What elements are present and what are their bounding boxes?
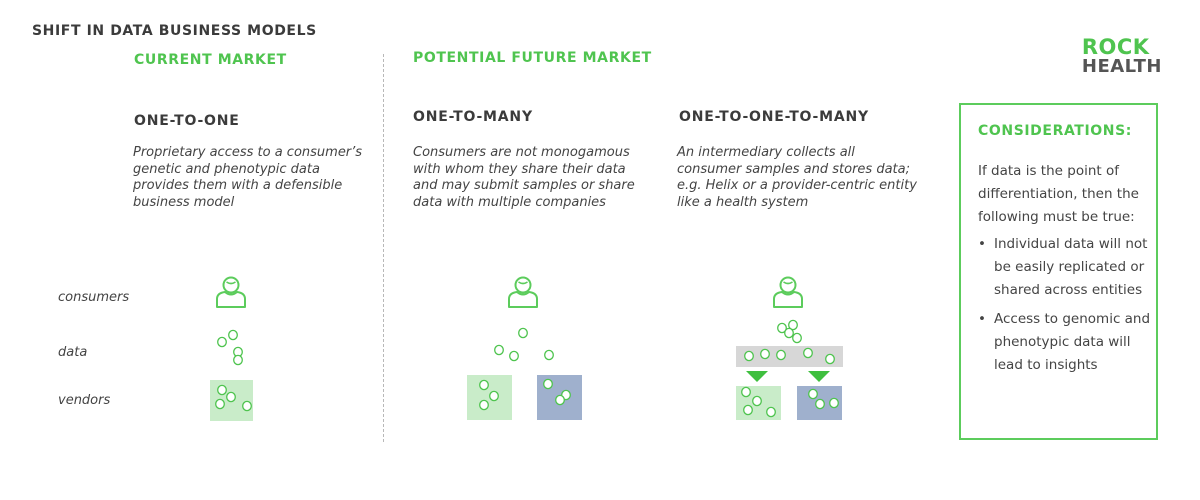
data-dot bbox=[479, 379, 489, 391]
data-dot bbox=[744, 350, 754, 362]
data-dot bbox=[518, 327, 528, 339]
consumer-icon-one-to-many bbox=[508, 276, 538, 308]
considerations-bullet: Individual data will not be easily repli… bbox=[978, 233, 1154, 302]
data-dot bbox=[766, 406, 776, 418]
data-dot bbox=[215, 398, 225, 410]
consumer-icon-one-to-one-to-many bbox=[773, 276, 803, 308]
consumer-icon-one-to-one bbox=[216, 276, 246, 308]
considerations-box: CONSIDERATIONS: If data is the point of … bbox=[959, 103, 1158, 440]
data-dot bbox=[543, 378, 553, 390]
data-dot bbox=[784, 327, 794, 339]
triangle-down-icon bbox=[808, 371, 830, 382]
page-title: SHIFT IN DATA BUSINESS MODELS bbox=[32, 23, 317, 39]
data-dot bbox=[226, 391, 236, 403]
data-dot bbox=[792, 332, 802, 344]
data-dot bbox=[494, 344, 504, 356]
data-dot bbox=[544, 349, 554, 361]
model-title-one-to-one: ONE-TO-ONE bbox=[134, 113, 240, 129]
model-desc-one-to-one: Proprietary access to a consumer’s genet… bbox=[133, 145, 363, 210]
model-desc-one-to-many: Consumers are not monogamous with whom t… bbox=[413, 145, 635, 210]
considerations-intro: If data is the point of differentiation,… bbox=[978, 163, 1139, 225]
considerations-bullet: Access to genomic and phenotypic data wi… bbox=[978, 308, 1154, 377]
data-dot bbox=[555, 394, 565, 406]
data-dot bbox=[242, 400, 252, 412]
logo-line-1: ROCK bbox=[1081, 35, 1150, 59]
data-dot bbox=[825, 353, 835, 365]
model-title-one-to-many: ONE-TO-MANY bbox=[413, 109, 533, 125]
data-dot bbox=[776, 349, 786, 361]
data-dot bbox=[760, 348, 770, 360]
data-dot bbox=[509, 350, 519, 362]
data-dot bbox=[829, 397, 839, 409]
model-title-one-to-one-to-many: ONE-TO-ONE-TO-MANY bbox=[679, 109, 869, 125]
triangle-down-icon bbox=[746, 371, 768, 382]
data-dot bbox=[489, 390, 499, 402]
row-label-consumers: consumers bbox=[58, 290, 130, 305]
section-divider bbox=[383, 54, 384, 442]
section-current-market: CURRENT MARKET bbox=[134, 52, 287, 68]
considerations-list: Individual data will not be easily repli… bbox=[978, 233, 1154, 383]
data-dot bbox=[808, 388, 818, 400]
model-desc-one-to-one-to-many: An intermediary collects all consumer sa… bbox=[677, 145, 917, 210]
logo-line-2: HEALTH bbox=[1081, 56, 1162, 77]
considerations-title: CONSIDERATIONS: bbox=[978, 123, 1132, 139]
data-dot bbox=[233, 354, 243, 366]
data-dot bbox=[228, 329, 238, 341]
data-dot bbox=[803, 347, 813, 359]
data-dot bbox=[743, 404, 753, 416]
section-future-market: POTENTIAL FUTURE MARKET bbox=[413, 50, 652, 66]
data-dot bbox=[479, 399, 489, 411]
row-label-data: data bbox=[58, 345, 88, 360]
rock-health-logo: ROCK HEALTH bbox=[1081, 35, 1162, 77]
data-dot bbox=[217, 384, 227, 396]
row-label-vendors: vendors bbox=[58, 393, 111, 408]
data-dot bbox=[217, 336, 227, 348]
data-dot bbox=[752, 395, 762, 407]
data-dot bbox=[815, 398, 825, 410]
data-dot bbox=[741, 386, 751, 398]
